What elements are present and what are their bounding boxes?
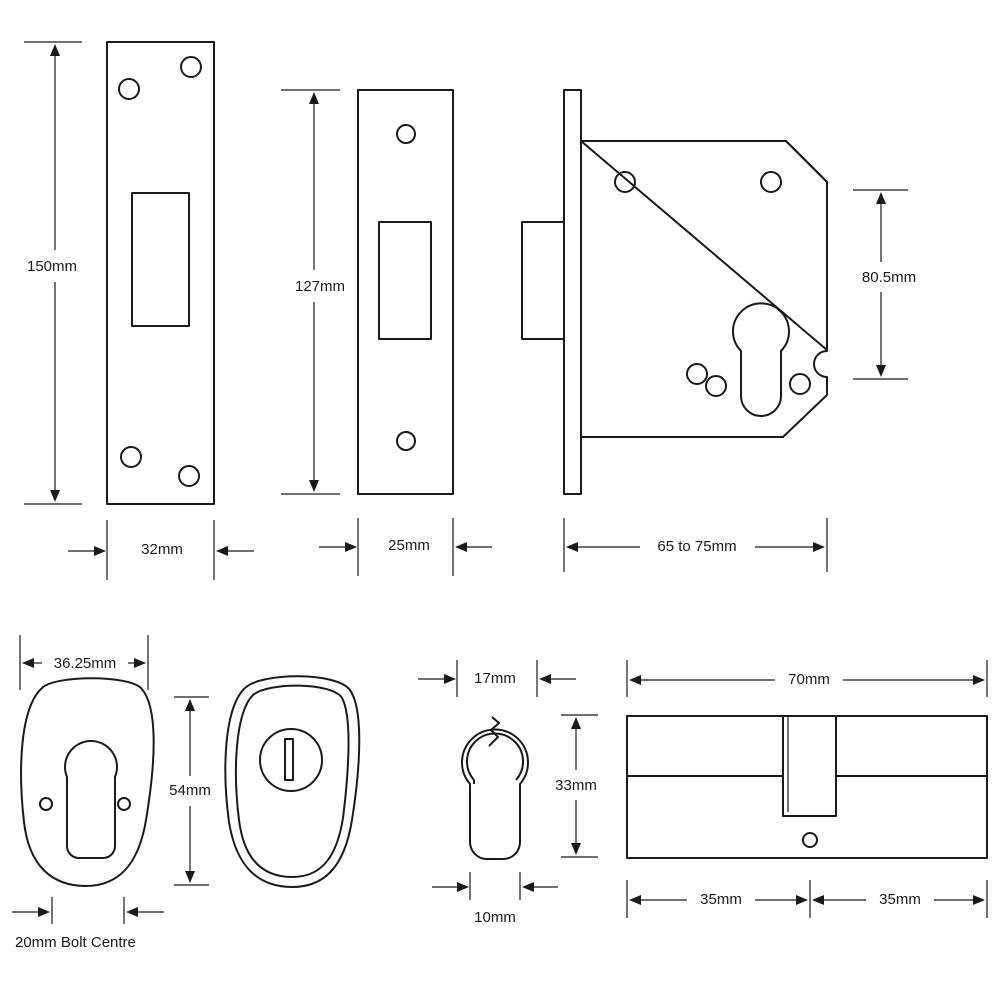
cylinder-length-dimension: 70mm [626, 660, 988, 697]
bolt-centre-dimension: 20mm Bolt Centre [12, 897, 164, 951]
escutcheon-width-label: 36.25mm [54, 655, 117, 672]
cylinder-bottom-width-dimension: 10mm [432, 872, 558, 926]
lock-case [521, 89, 828, 495]
cylinder-length-label: 70mm [788, 671, 830, 688]
cylinder-profile [461, 716, 529, 860]
bolt-centre-label: 20mm Bolt Centre [15, 934, 136, 951]
cylinder-profile-width-label: 17mm [474, 670, 516, 687]
forend-width-dimension: 32mm [68, 520, 254, 580]
escutcheon-height-label: 54mm [169, 782, 211, 799]
cylinder-bottom-width-label: 10mm [474, 909, 516, 926]
forend-height-dimension: 150mm [24, 41, 82, 505]
cylinder-half-left-label: 35mm [700, 891, 742, 908]
strike-height-label: 127mm [295, 278, 345, 295]
escutcheon-width-dimension: 36.25mm [19, 635, 149, 690]
strike-width-label: 25mm [388, 537, 430, 554]
backset-label: 65 to 75mm [657, 538, 736, 555]
cylinder-profile-height-label: 33mm [555, 777, 597, 794]
cylinder-profile-width-dimension: 17mm [418, 660, 576, 697]
centres-dimension: 80.5mm [853, 189, 916, 380]
escutcheon-back [224, 675, 361, 888]
forend-plate [106, 41, 215, 505]
forend-height-label: 150mm [27, 258, 77, 275]
cylinder-profile-height-dimension: 33mm [555, 714, 598, 858]
forend-width-label: 32mm [141, 541, 183, 558]
cylinder-side [626, 715, 988, 859]
cylinder-halves-dimension: 35mm 35mm [626, 880, 988, 918]
escutcheon-height-dimension: 54mm [169, 696, 211, 886]
backset-dimension: 65 to 75mm [563, 518, 828, 572]
strike-plate [357, 89, 454, 495]
cylinder-half-right-label: 35mm [879, 891, 921, 908]
centres-label: 80.5mm [862, 269, 916, 286]
strike-width-dimension: 25mm [319, 518, 492, 576]
strike-height-dimension: 127mm [281, 89, 345, 495]
escutcheon-front [20, 677, 155, 887]
